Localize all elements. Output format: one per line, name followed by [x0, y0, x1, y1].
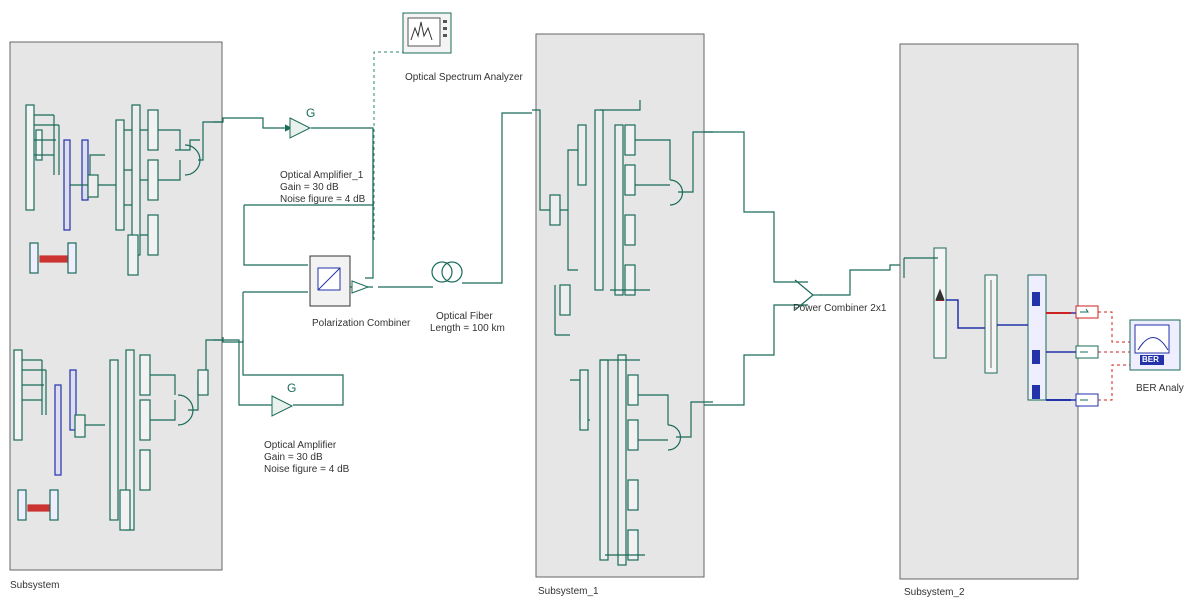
fiber-label: Optical Fiber [436, 311, 493, 322]
amp2-gain: Gain = 30 dB [264, 452, 323, 463]
optical-amplifier-icon[interactable] [272, 396, 292, 416]
amp2-label: Optical Amplifier [264, 440, 336, 451]
amp1-gain: Gain = 30 dB [280, 182, 339, 193]
amp1-symbol: G [306, 108, 315, 119]
optical-fiber-icon[interactable] [432, 262, 462, 282]
subsystem-label: Subsystem [10, 580, 59, 591]
power-combiner-label: Power Combiner 2x1 [793, 303, 886, 314]
ber-monitor-links [1098, 312, 1130, 400]
amp2-symbol: G [287, 383, 296, 394]
spectrum-analyzer-icon[interactable] [403, 13, 451, 53]
ber-analyzer-label: BER Analy [1136, 383, 1184, 394]
optical-amplifier-1-icon[interactable] [290, 118, 310, 138]
polarization-combiner-label: Polarization Combiner [312, 318, 410, 329]
subsystem-2-label: Subsystem_2 [904, 587, 965, 598]
amp1-label: Optical Amplifier_1 [280, 170, 363, 181]
osa-monitor-link [374, 52, 404, 240]
ber-icon-text: BER [1142, 354, 1159, 365]
polarization-combiner-icon[interactable] [310, 256, 368, 306]
amp2-noise: Noise figure = 4 dB [264, 464, 349, 475]
amp1-noise: Noise figure = 4 dB [280, 194, 365, 205]
fiber-length: Length = 100 km [430, 323, 505, 334]
subsystem-1-label: Subsystem_1 [538, 586, 599, 597]
osa-label: Optical Spectrum Analyzer [405, 72, 523, 83]
